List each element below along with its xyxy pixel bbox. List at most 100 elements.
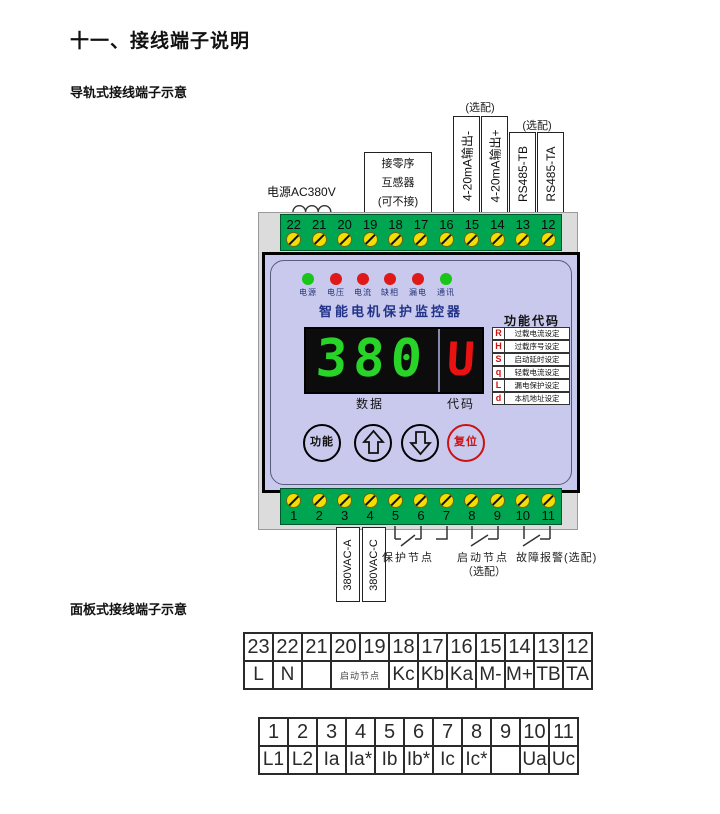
- led-group: 电压: [321, 273, 351, 298]
- terminal-cell: 14: [485, 215, 510, 250]
- screw-slot: [363, 233, 377, 246]
- up-arrow-icon: [361, 429, 385, 454]
- terminal-number-cell: 20: [330, 632, 361, 662]
- screw-slot: [338, 233, 352, 246]
- section-title-rail: 导轨式接线端子示意: [70, 86, 188, 101]
- vac-c-box: 380VAC-C: [362, 527, 386, 602]
- screw-icon: [489, 493, 505, 508]
- function-code-desc: 启动延时设定: [505, 353, 570, 366]
- reset-button: 复位: [447, 424, 485, 462]
- terminal-label-cell: Kc: [388, 660, 419, 690]
- wiring-contact-symbols: [394, 526, 551, 547]
- down-arrow-icon: [408, 431, 432, 456]
- screw-icon: [286, 493, 302, 508]
- screw-slot: [363, 494, 377, 507]
- terminal-label-cell: TA: [562, 660, 593, 690]
- screw-slot: [312, 494, 326, 507]
- terminal-cell: 16: [434, 215, 459, 250]
- terminal-number: 22: [286, 217, 301, 232]
- function-code-letter: d: [492, 392, 505, 405]
- optional-label-420ma: (选配): [465, 102, 495, 114]
- screw-slot: [541, 233, 555, 246]
- screw-icon: [515, 232, 531, 247]
- terminal-cell: 17: [408, 215, 433, 250]
- terminal-cell: 1: [281, 489, 306, 524]
- screw-slot: [389, 494, 403, 507]
- terminal-label-cell: TB: [533, 660, 564, 690]
- display-data-section: 380: [306, 329, 438, 392]
- screw-slot: [439, 494, 453, 507]
- terminal-cell: 9: [485, 489, 510, 524]
- terminal-number-cell: 10: [519, 717, 550, 747]
- terminal-number: 11: [541, 508, 556, 523]
- terminal-label-cell: Ia*: [345, 745, 376, 775]
- function-button: 功能: [303, 424, 341, 462]
- panel-outline: [270, 260, 572, 485]
- terminal-label-cell: [301, 660, 332, 690]
- screw-icon: [438, 232, 454, 247]
- screw-icon: [464, 232, 480, 247]
- terminal-number: 4: [366, 508, 374, 523]
- terminal-number: 12: [541, 217, 556, 232]
- led-group: 通讯: [431, 273, 461, 298]
- terminal-number-cell: 13: [533, 632, 564, 662]
- led-label: 电压: [327, 288, 345, 297]
- led-label: 电源: [299, 288, 317, 297]
- terminal-number: 1: [290, 508, 298, 523]
- down-button: [401, 424, 439, 462]
- terminal-label-cell: Ic: [432, 745, 463, 775]
- output-minus-box: 4-20mA输出-: [453, 116, 480, 215]
- function-code-letter: H: [492, 340, 505, 353]
- led-red-icon: [384, 273, 396, 285]
- terminal-cell: 15: [459, 215, 484, 250]
- rs485-ta-label: RS485-TA: [543, 145, 558, 202]
- screw-icon: [540, 493, 556, 508]
- screw-slot: [439, 233, 453, 246]
- terminal-number: 2: [315, 508, 323, 523]
- terminal-label-cell: M-: [475, 660, 506, 690]
- terminal-cell: 19: [357, 215, 382, 250]
- screw-slot: [465, 233, 479, 246]
- function-code-letter: S: [492, 353, 505, 366]
- screw-icon: [311, 232, 327, 247]
- function-code-letter: q: [492, 366, 505, 379]
- led-red-icon: [412, 273, 424, 285]
- terminal-cell: 20: [332, 215, 357, 250]
- rs485-tb-label: RS485-TB: [515, 145, 530, 202]
- terminal-cell: 11: [536, 489, 561, 524]
- seven-segment-display: 380 U: [304, 327, 484, 394]
- terminal-number-cell: 1: [258, 717, 289, 747]
- terminal-number-cell: 3: [316, 717, 347, 747]
- terminal-number-cell: 11: [548, 717, 579, 747]
- terminal-label-cell: Uc: [548, 745, 579, 775]
- screw-icon: [362, 232, 378, 247]
- output-plus-label: 4-20mA输出+: [488, 128, 502, 203]
- terminal-number-cell: 7: [432, 717, 463, 747]
- function-code-desc: 漏电保护设定: [505, 379, 570, 392]
- terminal-number: 10: [515, 508, 531, 523]
- led-green-icon: [440, 273, 452, 285]
- terminal-number: 15: [464, 217, 480, 232]
- function-code-letter: R: [492, 327, 505, 340]
- terminal-number-cell: 18: [388, 632, 419, 662]
- terminal-label-cell: Kb: [417, 660, 448, 690]
- screw-slot: [516, 494, 530, 507]
- terminal-label-cell: L1: [258, 745, 289, 775]
- terminal-cell: 2: [306, 489, 331, 524]
- data-label: 数据: [355, 397, 384, 411]
- led-group: 缺相: [375, 273, 405, 298]
- terminal-number: 7: [442, 508, 451, 523]
- terminal-number-cell: 12: [562, 632, 593, 662]
- terminal-number-cell: 15: [475, 632, 506, 662]
- rs485-tb-box: RS485-TB: [509, 132, 536, 215]
- terminal-number-cell: 17: [417, 632, 448, 662]
